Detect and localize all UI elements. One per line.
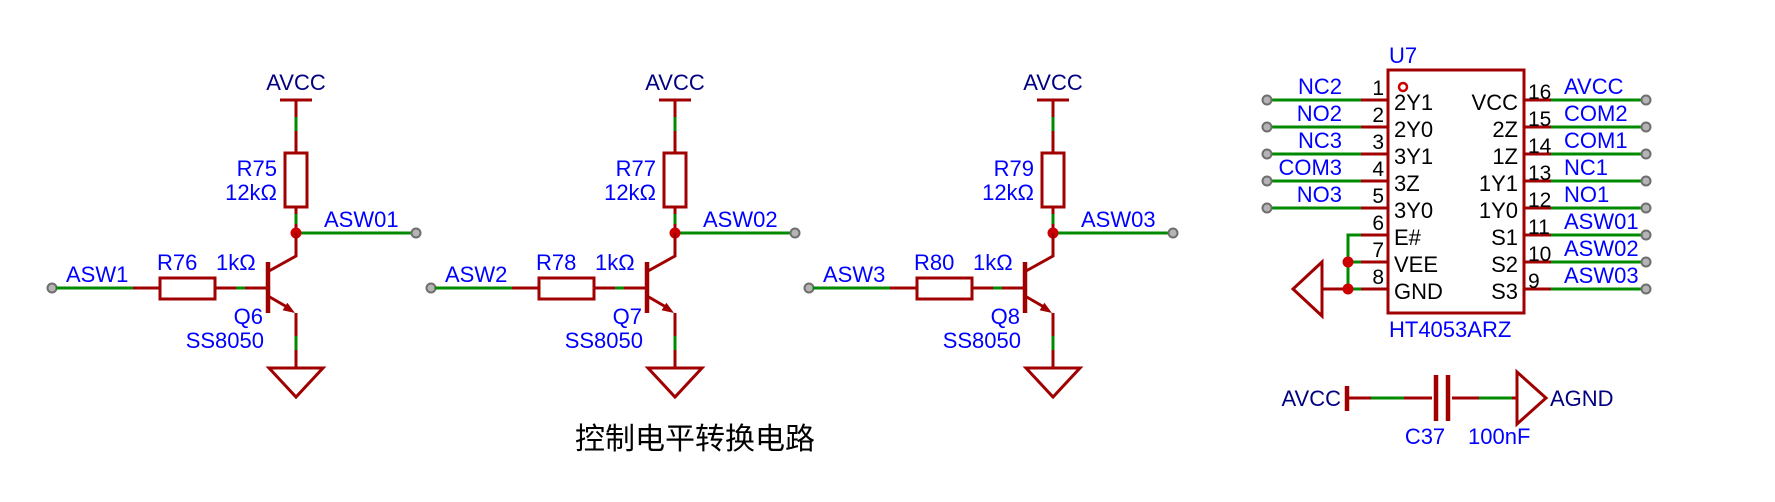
pin-number: 1 [1372,77,1384,100]
pin-number: 2 [1372,104,1384,127]
pin-number: 10 [1528,243,1551,266]
power-flag-label[interactable]: AVCC [266,70,326,95]
pin-name: VEE [1394,252,1438,277]
pin-name: 2Y0 [1394,117,1433,142]
resistor-ref[interactable]: R76 [157,250,197,275]
pin-number: 11 [1528,216,1550,239]
transistor-part[interactable]: SS8050 [943,328,1021,353]
resistor-ref[interactable]: R79 [994,156,1034,181]
pin-net-label[interactable]: COM3 [1278,155,1342,180]
resistor-ref[interactable]: R80 [914,250,954,275]
power-flag-label[interactable]: AVCC [645,70,705,95]
pin-name: 3Y0 [1394,198,1433,223]
resistor-value[interactable]: 12kΩ [604,180,656,205]
pin-number: 4 [1372,158,1384,181]
pin-net-label[interactable]: ASW03 [1564,263,1639,288]
resistor-value[interactable]: 12kΩ [225,180,277,205]
pin-net-label[interactable]: AVCC [1564,74,1624,99]
net-label-input[interactable]: ASW1 [66,262,128,287]
pin-number: 15 [1528,108,1551,131]
pin-number: 8 [1372,266,1384,289]
pin-name: S2 [1491,252,1518,277]
pin1-indicator-icon [1397,81,1409,93]
pin-number: 5 [1372,185,1384,208]
resistor-ref[interactable]: R78 [536,250,576,275]
pin-name: 2Z [1492,117,1518,142]
pin-name: GND [1394,279,1443,304]
schematic-caption: 控制电平转换电路 [575,423,815,456]
pin-net-label[interactable]: NO3 [1297,182,1342,207]
net-label-output[interactable]: ASW03 [1081,207,1156,232]
resistor-ref[interactable]: R77 [616,156,656,181]
pin-net-label[interactable]: COM2 [1564,101,1628,126]
pin-name: S3 [1491,279,1518,304]
pin-net-label[interactable]: NO1 [1564,182,1609,207]
power-flag-label[interactable]: AVCC [1282,386,1342,411]
npn-level-shifter-stage-2[interactable]: AVCC R77 12kΩ ASW02 ASW2 R78 1kΩ Q7 SS80… [427,70,800,397]
pin-name: 1Y1 [1479,171,1518,196]
pin-name: 3Z [1394,171,1420,196]
transistor-ref[interactable]: Q6 [234,304,263,329]
net-label-input[interactable]: ASW3 [823,262,885,287]
resistor-ref[interactable]: R75 [237,156,277,181]
ground-symbol-icon [1290,258,1324,320]
ic-u7-ht4053arz[interactable]: U7 HT4053ARZ 1 2 3 4 5 6 7 [1261,43,1652,342]
resistor-value[interactable]: 1kΩ [595,250,635,275]
pin-net-label[interactable]: ASW01 [1564,209,1639,234]
pin-net-label[interactable]: ASW02 [1564,236,1639,261]
resistor-value[interactable]: 1kΩ [216,250,256,275]
decoupling-cap-circuit[interactable]: AVCC AGND C37 100nF [1282,368,1614,449]
transistor-part[interactable]: SS8050 [186,328,264,353]
pin-net-label[interactable]: NC2 [1298,74,1342,99]
resistor-value[interactable]: 12kΩ [982,180,1034,205]
npn-level-shifter-stage-3[interactable]: AVCC R79 12kΩ ASW03 ASW3 R80 1kΩ Q8 SS80… [805,70,1178,397]
capacitor-value[interactable]: 100nF [1468,424,1530,449]
pin-name: VCC [1472,90,1519,115]
pin-number: 13 [1528,162,1551,185]
ground-symbol-icon [1515,368,1549,428]
pin-name: E# [1394,225,1422,250]
transistor-part[interactable]: SS8050 [565,328,643,353]
pin-name: 3Y1 [1394,144,1433,169]
pin-number: 12 [1528,189,1551,212]
ground-flag-label[interactable]: AGND [1550,386,1614,411]
pin-net-label[interactable]: NO2 [1297,101,1342,126]
pin-number: 16 [1528,81,1551,104]
resistor-value[interactable]: 1kΩ [973,250,1013,275]
pin-name: 2Y1 [1394,90,1433,115]
pin-number: 6 [1372,212,1384,235]
pin-net-label[interactable]: NC3 [1298,128,1342,153]
net-label-output[interactable]: ASW02 [703,207,778,232]
pin-number: 9 [1528,270,1540,293]
transistor-ref[interactable]: Q7 [613,304,642,329]
pin-name: 1Y0 [1479,198,1518,223]
pin-number: 7 [1372,239,1384,262]
net-label-output[interactable]: ASW01 [324,207,399,232]
npn-level-shifter-stage-1[interactable]: AVCC R75 12kΩ ASW01 ASW1 R76 1kΩ Q6 SS80… [48,70,421,397]
capacitor-plates-icon [1433,375,1451,421]
pin-number: 14 [1528,135,1552,158]
transistor-ref[interactable]: Q8 [991,304,1020,329]
ic-designator[interactable]: U7 [1389,43,1417,68]
pin-name: S1 [1491,225,1518,250]
pin-net-label[interactable]: NC1 [1564,155,1608,180]
net-label-input[interactable]: ASW2 [445,262,507,287]
capacitor-ref[interactable]: C37 [1405,424,1445,449]
power-flag-label[interactable]: AVCC [1023,70,1083,95]
pin-net-label[interactable]: COM1 [1564,128,1628,153]
ic-part-number[interactable]: HT4053ARZ [1389,317,1511,342]
pin-name: 1Z [1492,144,1518,169]
pin-number: 3 [1372,131,1384,154]
